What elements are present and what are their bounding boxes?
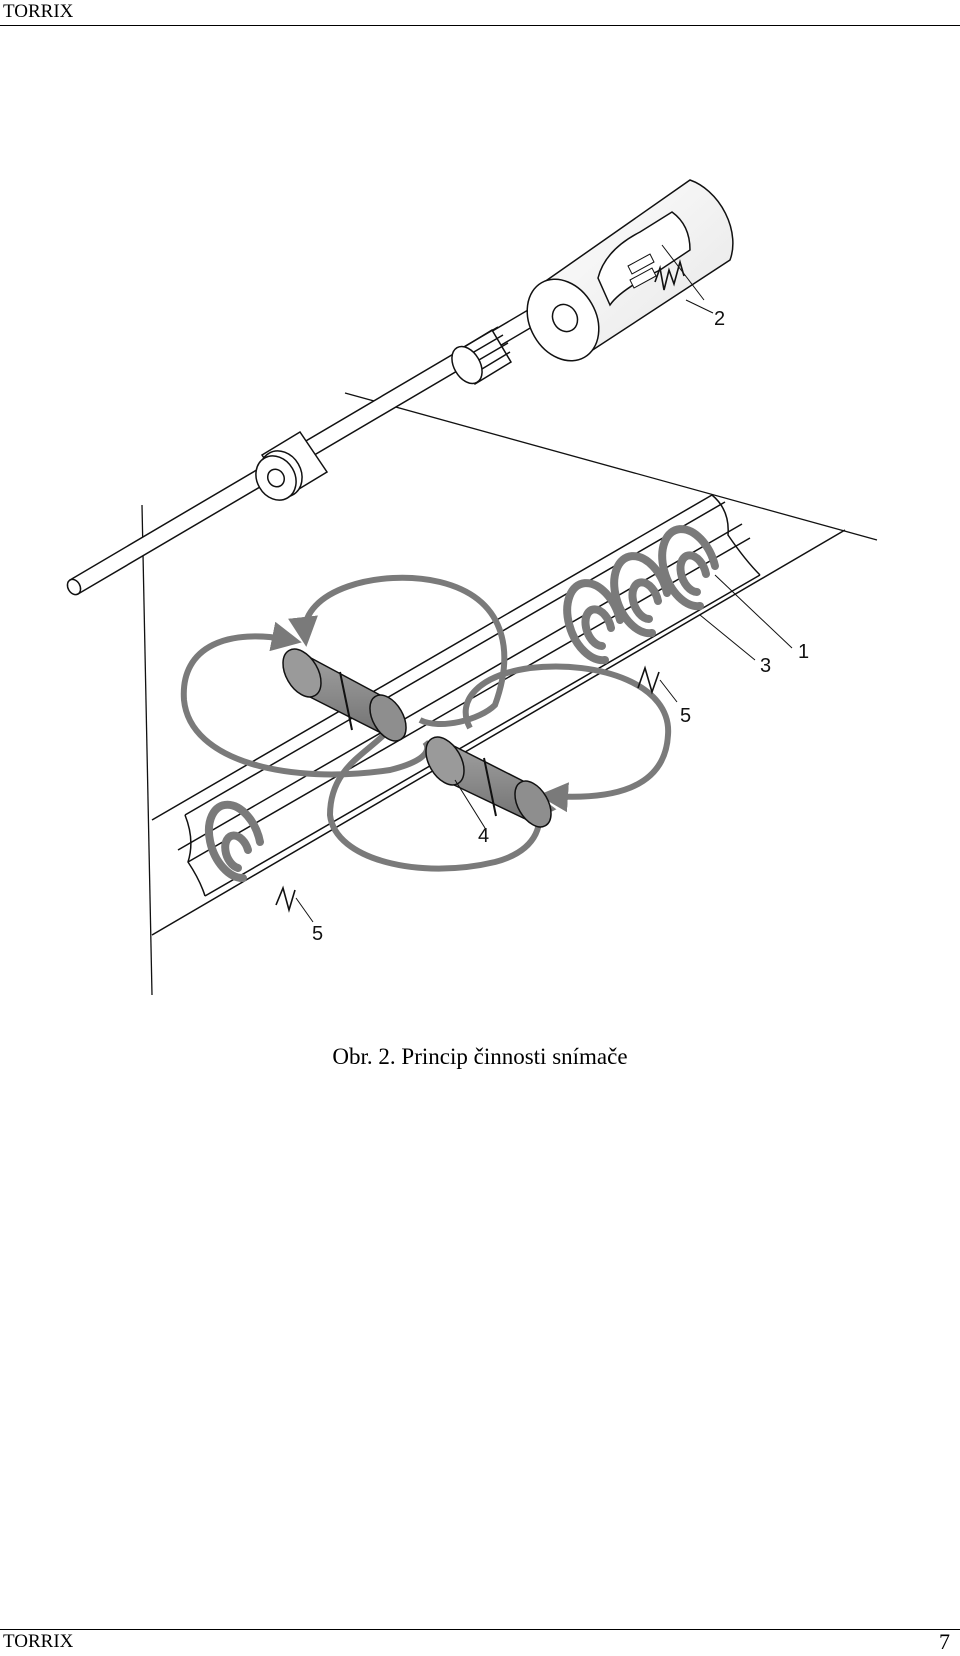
page-number: 7 (939, 1629, 950, 1654)
callout-electronics: 2 (714, 308, 725, 330)
page-footer: TORRIX 7 (0, 1629, 960, 1656)
header-title: TORRIX (3, 1, 74, 22)
callout-wire: 3 (760, 655, 771, 677)
magnet-lower (425, 736, 552, 829)
magnet-upper (282, 648, 407, 742)
callout-signal-left: 5 (312, 923, 323, 945)
torsion-waves (204, 525, 719, 883)
float-collar (255, 430, 329, 501)
page-header: TORRIX (0, 0, 960, 26)
callout-signal-right: 5 (680, 705, 691, 727)
callout-probe-tube: 1 (798, 641, 809, 663)
sensor-principle-figure: 2 1 3 5 4 5 (0, 150, 960, 1010)
callout-magnet: 4 (478, 825, 489, 847)
signal-symbols (275, 665, 678, 923)
figure-caption: Obr. 2. Princip činnosti snímače (332, 1044, 628, 1069)
perspective-plane (141, 392, 878, 996)
probe-tube (151, 494, 846, 936)
electronics-head (526, 179, 734, 362)
footer-title: TORRIX (3, 1631, 74, 1652)
sensor-principle-illustration: 2 1 3 5 4 5 (66, 179, 878, 996)
magnetic-field-loops (180, 574, 672, 872)
mounting-thread (451, 326, 513, 386)
